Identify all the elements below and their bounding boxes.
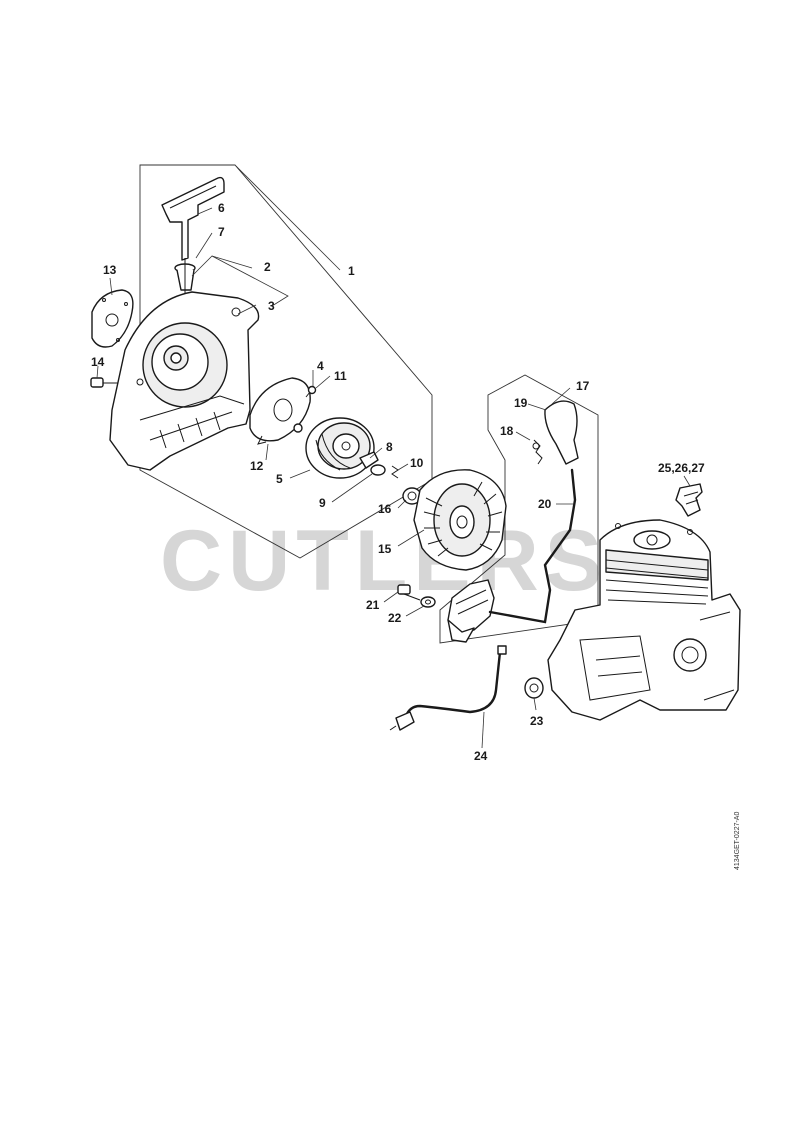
callout-24: 24 [474, 749, 488, 763]
rewind-spring-screw-part [293, 423, 303, 433]
callout-7: 7 [218, 225, 225, 239]
washer-plate-part [91, 289, 134, 348]
drawing-code: 4134GET-0227-A0 [734, 812, 741, 870]
callout-4: 4 [317, 359, 324, 373]
callout-3: 3 [268, 299, 275, 313]
flywheel-part [413, 469, 507, 571]
spark-plug-boot-part [544, 400, 579, 465]
callout-10: 10 [410, 456, 424, 470]
ignition-module-part [447, 468, 577, 643]
spring-cover-screw-part [305, 385, 317, 398]
callout-8: 8 [386, 440, 393, 454]
fan-housing-part [109, 291, 260, 471]
leg-spring-part [532, 439, 543, 465]
callout-22: 22 [388, 611, 402, 625]
pawl-part [359, 451, 379, 469]
callout-15: 15 [378, 542, 392, 556]
rope-rotor-part [305, 417, 375, 479]
watermark-text: CUTLERS [160, 513, 608, 609]
callout-14: 14 [91, 355, 105, 369]
callout-5: 5 [276, 472, 283, 486]
washer-part [391, 465, 399, 479]
callout-18: 18 [500, 424, 514, 438]
callout-12: 12 [250, 459, 264, 473]
callout-17: 17 [576, 379, 590, 393]
spring-clip-part [370, 464, 386, 476]
spring-cover-part [249, 377, 311, 445]
callout-16: 16 [378, 502, 392, 516]
annular-buffer-part [524, 677, 544, 699]
starter-grip-part [161, 176, 225, 261]
callout-19: 19 [514, 396, 528, 410]
engine-crankcase-part [547, 519, 741, 721]
rope-guide-bushing-part [174, 258, 196, 300]
spark-plug-part [675, 483, 703, 517]
callout-2: 2 [264, 260, 271, 274]
callout-1: 1 [348, 264, 355, 278]
callout-11: 11 [334, 369, 347, 383]
ignition-module-washer-part [420, 596, 436, 608]
callout-13: 13 [103, 263, 117, 277]
callout-21: 21 [366, 598, 380, 612]
short-circuit-wire-part [389, 645, 507, 731]
callout-25-26-27: 25,26,27 [658, 461, 705, 475]
callout-6: 6 [218, 201, 225, 215]
ignition-module-bolt-part [397, 584, 421, 601]
callout-9: 9 [319, 496, 326, 510]
callout-20: 20 [538, 497, 552, 511]
ignition-assembly-frame [439, 374, 599, 644]
fan-housing-screw-part [90, 377, 118, 388]
leader-lines [96, 165, 691, 749]
callout-23: 23 [530, 714, 544, 728]
